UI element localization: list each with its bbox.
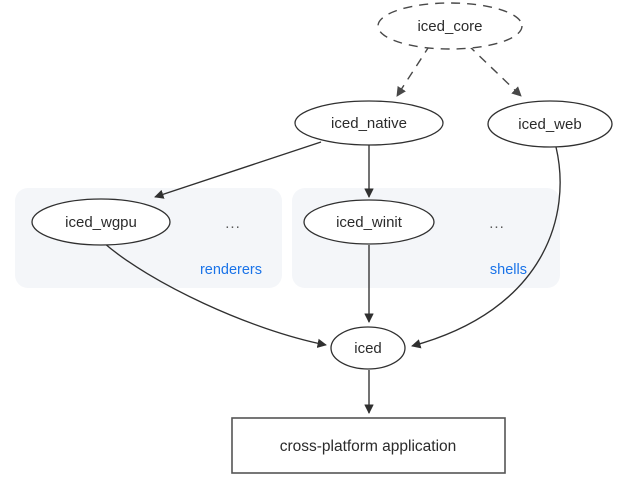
iced-wgpu-label: iced_wgpu	[65, 214, 137, 231]
node-cross-platform-application[interactable]: cross-platform application	[231, 417, 506, 474]
renderers-group-label: renderers	[200, 262, 262, 278]
node-iced-web[interactable]: iced_web	[487, 100, 613, 148]
edge-iced-native-to-iced-wgpu	[154, 141, 322, 199]
iced-ellipse[interactable]	[330, 326, 406, 370]
node-iced-wgpu[interactable]: iced_wgpu	[31, 198, 171, 246]
node-iced[interactable]: iced	[330, 326, 406, 370]
iced-web-label: iced_web	[518, 116, 581, 133]
edge-iced-core-to-iced-web	[467, 44, 522, 97]
application-label: cross-platform application	[280, 438, 457, 455]
edge-iced-wgpu-to-iced	[103, 242, 327, 348]
application-box[interactable]	[231, 417, 506, 474]
shells-group-label: shells	[490, 262, 527, 278]
iced-core-label: iced_core	[417, 18, 482, 35]
iced-native-ellipse[interactable]	[294, 100, 444, 146]
iced-winit-ellipse[interactable]	[303, 199, 435, 245]
iced-label: iced	[354, 340, 382, 357]
iced-native-label: iced_native	[331, 115, 407, 132]
iced-wgpu-ellipse[interactable]	[31, 198, 171, 246]
node-iced-native[interactable]: iced_native	[294, 100, 444, 146]
iced-core-ellipse[interactable]	[377, 2, 523, 50]
renderers-ellipsis: ...	[225, 215, 241, 232]
iced-web-ellipse[interactable]	[487, 100, 613, 148]
node-iced-winit[interactable]: iced_winit	[303, 199, 435, 245]
node-iced-core[interactable]: iced_core	[377, 2, 523, 50]
edge-iced-core-to-iced-native	[396, 44, 431, 97]
edge-iced-web-to-iced	[411, 146, 561, 349]
iced-winit-label: iced_winit	[336, 214, 403, 231]
shells-ellipsis: ...	[489, 215, 505, 232]
